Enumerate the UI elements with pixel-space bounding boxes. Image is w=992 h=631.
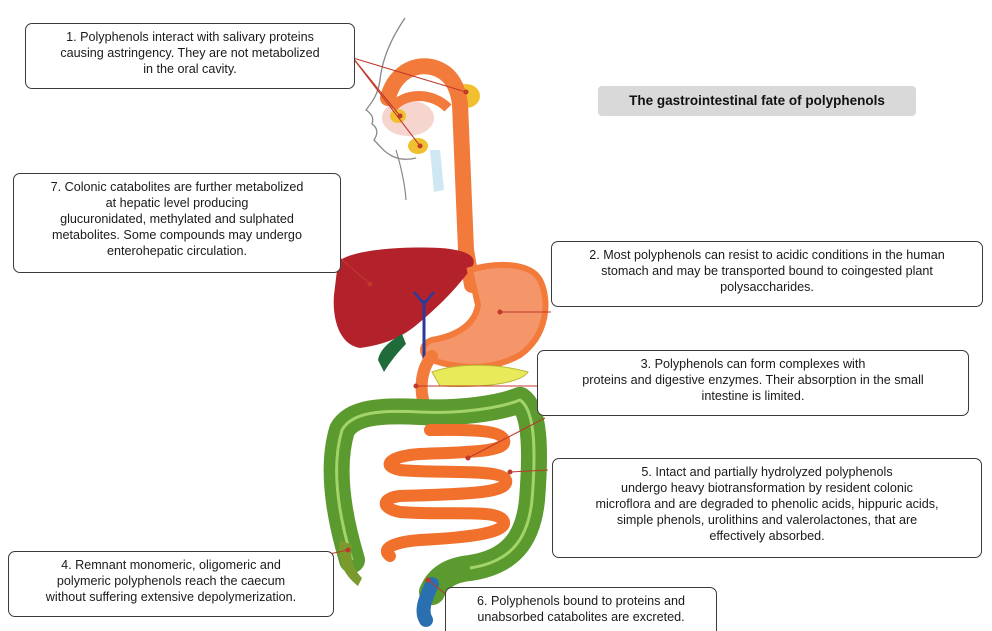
leader-dot-1a xyxy=(464,90,468,94)
step-7-box: 7. Colonic catabolites are further metab… xyxy=(13,173,341,273)
step-2-box: 2. Most polyphenols can resist to acidic… xyxy=(551,241,983,307)
leader-dot-1c xyxy=(418,144,422,148)
rectum xyxy=(424,584,432,620)
leader-dot-2 xyxy=(498,310,502,314)
pancreas xyxy=(432,365,528,386)
trachea xyxy=(430,150,444,192)
diagram-title: The gastrointestinal fate of polyphenols xyxy=(598,86,916,116)
leader-dot-3 xyxy=(414,384,418,388)
step-3-box: 3. Polyphenols can form complexes with p… xyxy=(537,350,969,416)
leader-dot-1b xyxy=(398,114,402,118)
small-intestine xyxy=(386,430,506,556)
step-4-box: 4. Remnant monomeric, oligomeric and pol… xyxy=(8,551,334,617)
step-6-box: 6. Polyphenols bound to proteins and una… xyxy=(445,587,717,631)
step-5-box: 5. Intact and partially hydrolyzed polyp… xyxy=(552,458,982,558)
leader-dot-7 xyxy=(368,282,372,286)
step-1-box: 1. Polyphenols interact with salivary pr… xyxy=(25,23,355,89)
leader-dot-4 xyxy=(346,548,350,552)
leader-dot-6 xyxy=(426,578,430,582)
leader-dot-5 xyxy=(508,470,512,474)
leader-dot-3b xyxy=(466,456,470,460)
